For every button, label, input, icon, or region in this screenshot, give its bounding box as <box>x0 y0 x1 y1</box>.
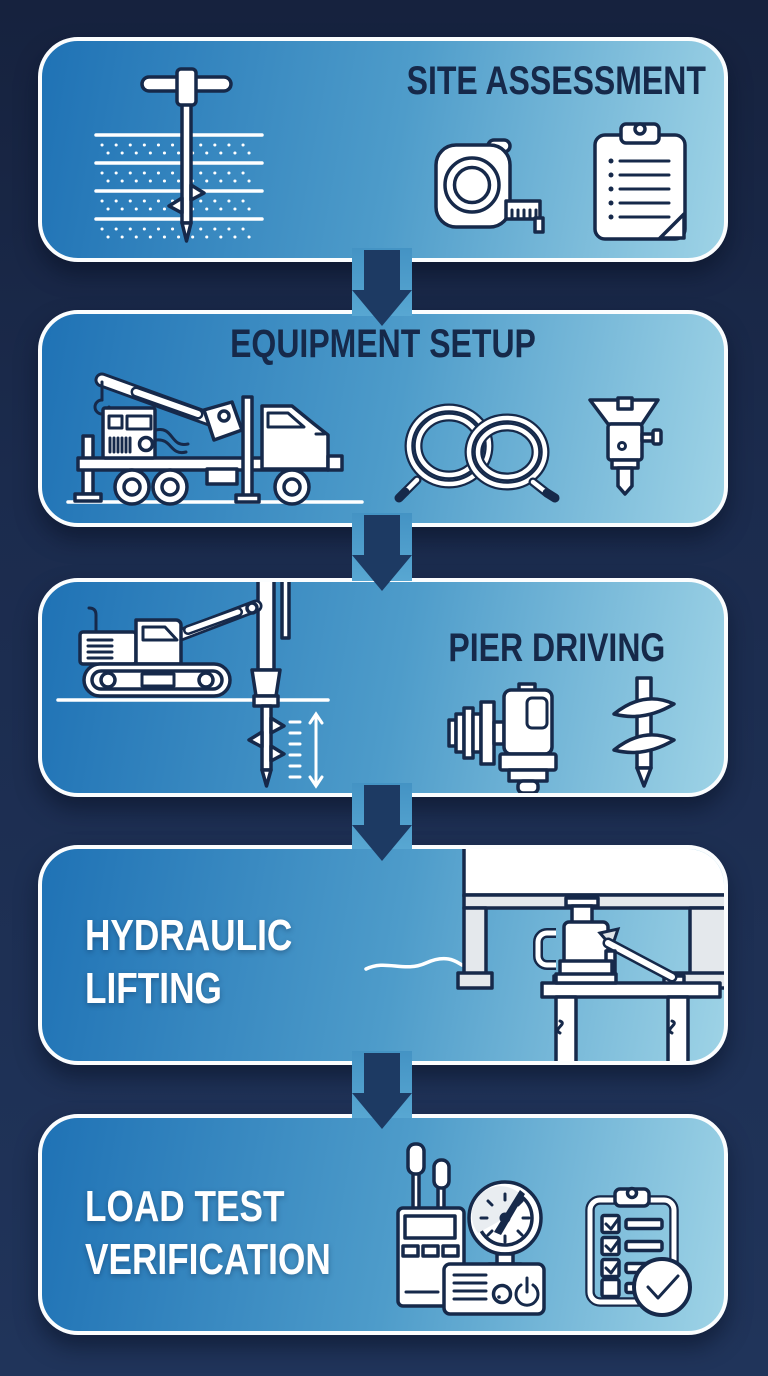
clipboard-icon <box>593 122 687 241</box>
checklist-check-icon <box>585 1186 692 1317</box>
step-card-site-assessment: SITE ASSESSMENT <box>38 37 728 262</box>
flow-down-arrow-icon <box>352 785 412 861</box>
step-title-line2: LIFTING <box>85 964 222 1013</box>
step-card-load-test-verification: LOAD TEST VERIFICATION <box>38 1114 728 1335</box>
step-title: LOAD TEST VERIFICATION <box>85 1180 331 1286</box>
hydraulic-hoses-icon <box>394 403 560 503</box>
load-meter-gauge-icon <box>396 1142 546 1316</box>
hydraulic-breaker-icon <box>588 396 663 496</box>
step-title: HYDRAULIC LIFTING <box>85 909 292 1015</box>
step-title: EQUIPMENT SETUP <box>230 322 536 366</box>
step-card-pier-driving: PIER DRIVING <box>38 578 728 797</box>
flow-down-arrow-icon <box>352 250 412 326</box>
foundation-jack-illustration <box>456 849 724 1061</box>
foundation-crack-line <box>364 956 464 971</box>
flow-down-arrow-icon <box>352 515 412 591</box>
soil-probe-icon <box>94 67 264 243</box>
drive-head-icon <box>447 682 558 793</box>
step-title-line1: HYDRAULIC <box>85 911 293 960</box>
drill-rig-icon <box>56 582 330 789</box>
crane-truck-icon <box>66 372 364 506</box>
step-title: PIER DRIVING <box>448 626 666 670</box>
step-title-line1: LOAD TEST <box>85 1182 285 1231</box>
measuring-tape-icon <box>434 138 545 234</box>
flow-down-arrow-icon <box>352 1053 412 1129</box>
step-card-hydraulic-lifting: HYDRAULIC LIFTING <box>38 845 728 1065</box>
helical-pier-icon <box>612 676 676 788</box>
step-title: SITE ASSESSMENT <box>406 59 706 103</box>
step-card-equipment-setup: EQUIPMENT SETUP <box>38 310 728 527</box>
step-title-line2: VERIFICATION <box>85 1235 331 1284</box>
